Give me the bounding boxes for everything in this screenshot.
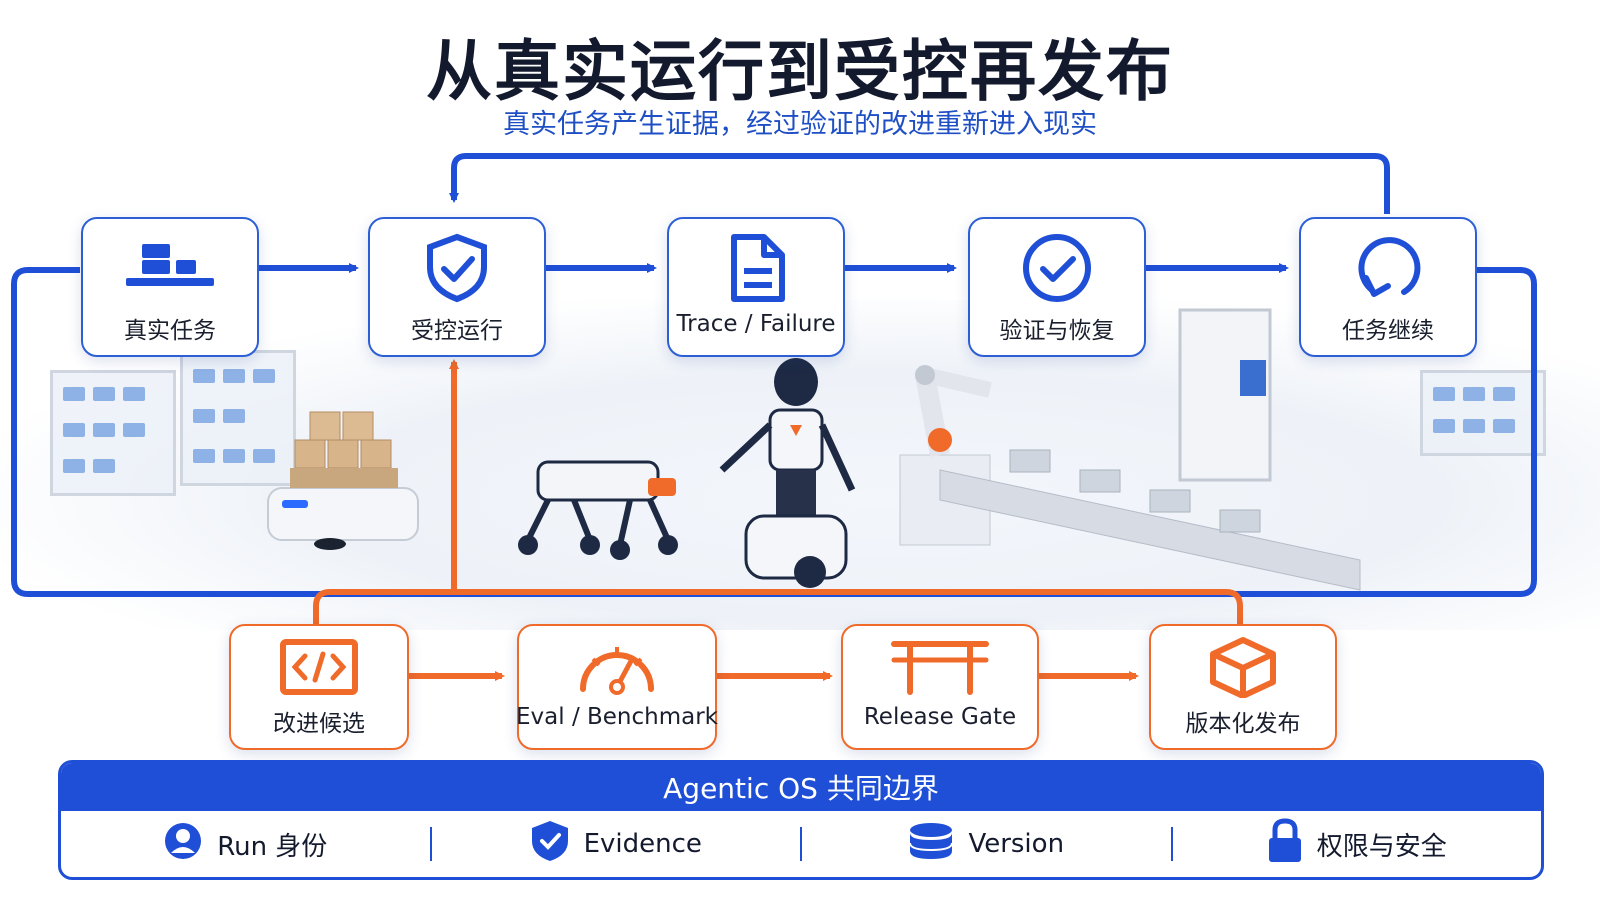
shield-check-icon (530, 819, 570, 870)
document-icon (724, 233, 788, 303)
refresh-icon (1352, 233, 1424, 303)
divider (429, 827, 432, 861)
shield-check-icon (422, 233, 492, 303)
check-circle-icon (1021, 233, 1093, 303)
release-loop-path (313, 589, 1243, 624)
os-item-label: 权限与安全 (1316, 831, 1447, 862)
divider (1170, 827, 1173, 861)
page-subtitle: 真实任务产生证据，经过验证的改进重新进入现实 (503, 109, 1097, 140)
os-item-label: Run 身份 (217, 831, 328, 862)
node-verify-recover: 验证与恢复 (968, 217, 1146, 357)
warehouse-shelf (1420, 370, 1546, 456)
os-item-evidence: Evidence (432, 819, 801, 870)
quadruped-robot-illustration (518, 460, 678, 560)
os-item-version: Version (802, 821, 1171, 868)
humanoid-robot-illustration (719, 358, 856, 588)
divider (800, 827, 802, 861)
package-icon (1207, 636, 1279, 698)
gate-icon (890, 636, 990, 698)
node-trace-failure: Trace / Failure (667, 217, 845, 357)
node-label: 版本化发布 (1185, 711, 1301, 737)
warehouse-shelf (180, 350, 296, 486)
node-real-task: 真实任务 (81, 217, 259, 357)
robot-arm-conveyor-illustration (899, 308, 1361, 591)
node-release-gate: Release Gate (841, 624, 1039, 750)
node-task-continue: 任务继续 (1299, 217, 1477, 357)
node-label: Trace / Failure (676, 311, 836, 337)
node-versioned-release: 版本化发布 (1149, 624, 1337, 750)
node-label: 验证与恢复 (999, 318, 1115, 344)
os-item-label: Version (968, 829, 1065, 859)
node-improvement-candidate: 改进候选 (229, 624, 409, 750)
node-label: 受控运行 (411, 318, 503, 344)
agv-robot-illustration (267, 411, 419, 550)
node-label: 改进候选 (273, 711, 365, 737)
server-stack-icon (122, 233, 218, 303)
node-label: Release Gate (863, 704, 1017, 730)
agentic-os-boundary: Agentic OS 共同边界 Run 身份 Evidence (58, 760, 1544, 880)
os-boundary-title: Agentic OS 共同边界 (61, 763, 1541, 811)
lock-icon (1267, 817, 1303, 871)
page-title: 从真实运行到受控再发布 (426, 33, 1174, 110)
node-label: Eval / Benchmark (516, 704, 719, 730)
gauge-icon (575, 636, 659, 698)
code-icon (279, 636, 359, 698)
os-item-run-identity: Run 身份 (61, 821, 430, 868)
node-label: 任务继续 (1342, 318, 1434, 344)
loop-back-arrow (449, 153, 1390, 214)
os-item-label: Evidence (583, 829, 702, 859)
node-eval-benchmark: Eval / Benchmark (516, 624, 719, 750)
node-controlled-run: 受控运行 (368, 217, 546, 357)
warehouse-shelf (50, 370, 176, 496)
node-label: 真实任务 (124, 318, 216, 344)
user-icon (163, 821, 203, 868)
os-item-permissions: 权限与安全 (1173, 817, 1542, 871)
database-icon (908, 821, 954, 868)
